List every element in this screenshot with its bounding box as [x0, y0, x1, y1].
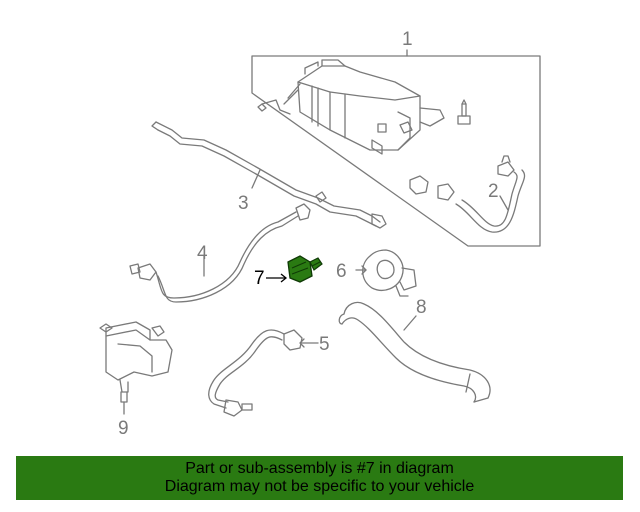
callout-1[interactable]: 1 [402, 29, 413, 50]
callout-5[interactable]: 5 [319, 334, 330, 355]
canister-bolt[interactable] [457, 99, 471, 125]
banner-line-1: Part or sub-assembly is #7 in diagram [185, 460, 454, 477]
charcoal-canister[interactable] [257, 59, 445, 155]
callout-6[interactable]: 6 [336, 261, 347, 282]
part-8-hose[interactable] [338, 301, 491, 403]
callout-3[interactable]: 3 [238, 193, 249, 214]
part-3-tube[interactable] [151, 121, 387, 229]
part-5-oxygen-sensor[interactable] [208, 329, 319, 417]
part-7-highlighted-sensor[interactable] [287, 255, 323, 283]
part-6-knock-sensor[interactable] [355, 249, 417, 297]
callout-9[interactable]: 9 [118, 418, 129, 439]
banner-line-2: Diagram may not be specific to your vehi… [164, 478, 475, 495]
part-2-hose[interactable] [409, 155, 526, 233]
callout-4[interactable]: 4 [197, 243, 208, 264]
info-banner: Part or sub-assembly is #7 in diagram Di… [16, 456, 623, 500]
part-4-oxygen-sensor[interactable] [129, 203, 311, 303]
callout-8[interactable]: 8 [416, 297, 427, 318]
parts-diagram [99, 49, 541, 417]
part-9-valve[interactable] [99, 321, 173, 415]
part-1-group-box [251, 49, 541, 247]
part-7-arrow [266, 273, 288, 283]
callout-2[interactable]: 2 [488, 181, 499, 202]
callout-7[interactable]: 7 [254, 268, 265, 289]
